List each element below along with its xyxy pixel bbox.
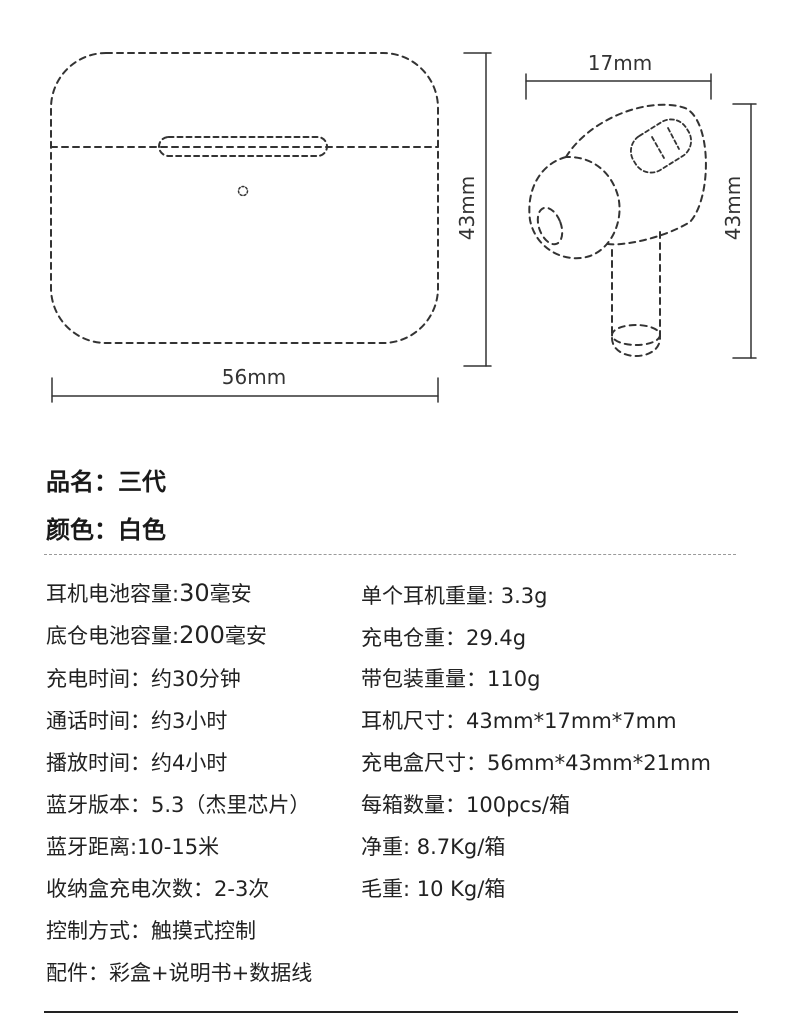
spec-case-battery: 底仓电池容量:200毫安	[46, 621, 267, 649]
earbud-vent-grille	[630, 118, 692, 174]
case-height-label: 43mm	[455, 176, 479, 240]
case-indicator-light	[237, 185, 249, 197]
spec-earbud-battery: 耳机电池容量:30毫安	[46, 579, 252, 607]
spec-control-method: 控制方式：触摸式控制	[46, 919, 256, 943]
spec-case-size: 充电盒尺寸：56mm*43mm*21mm	[361, 751, 711, 775]
spec-case-weight: 充电仓重：29.4g	[361, 626, 527, 650]
product-name-value: 三代	[118, 468, 166, 496]
earbud-outline	[528, 103, 707, 357]
spec-units-per-box: 每箱数量：100pcs/箱	[361, 793, 570, 817]
spec-accessories: 配件：彩盒+说明书+数据线	[46, 961, 313, 985]
earbud-height-label: 43mm	[721, 176, 745, 240]
product-color: 颜色：白色	[46, 510, 166, 545]
spec-earbud-weight: 单个耳机重量: 3.3g	[361, 584, 548, 608]
spec-bluetooth-range: 蓝牙距离:10-15米	[46, 835, 220, 859]
spec-bluetooth-version: 蓝牙版本：5.3（杰里芯片）	[46, 793, 311, 817]
case-hinge-slot	[158, 136, 328, 157]
spec-charge-time: 充电时间：约30分钟	[46, 667, 241, 691]
spec-earbud-size: 耳机尺寸：43mm*17mm*7mm	[361, 709, 677, 733]
case-outline	[50, 52, 439, 344]
spec-gross-weight: 毛重: 10 Kg/箱	[361, 877, 506, 901]
spec-talk-time: 通话时间：约3小时	[46, 709, 228, 733]
earbud-width-label: 17mm	[588, 51, 652, 75]
bottom-divider	[44, 1011, 738, 1013]
product-color-label: 颜色：	[46, 516, 118, 544]
section-divider	[44, 554, 736, 555]
product-name-label: 品名：	[46, 468, 118, 496]
dimension-diagram: 56mm 43mm 17mm 43mm	[50, 51, 757, 403]
spec-case-charge-count: 收纳盒充电次数：2-3次	[46, 877, 270, 901]
case-width-label: 56mm	[222, 365, 286, 389]
product-color-value: 白色	[118, 516, 166, 544]
product-name: 品名：三代	[46, 462, 166, 497]
spec-play-time: 播放时间：约4小时	[46, 751, 228, 775]
spec-net-weight: 净重: 8.7Kg/箱	[361, 835, 506, 859]
spec-package-weight: 带包装重量：110g	[361, 667, 541, 691]
